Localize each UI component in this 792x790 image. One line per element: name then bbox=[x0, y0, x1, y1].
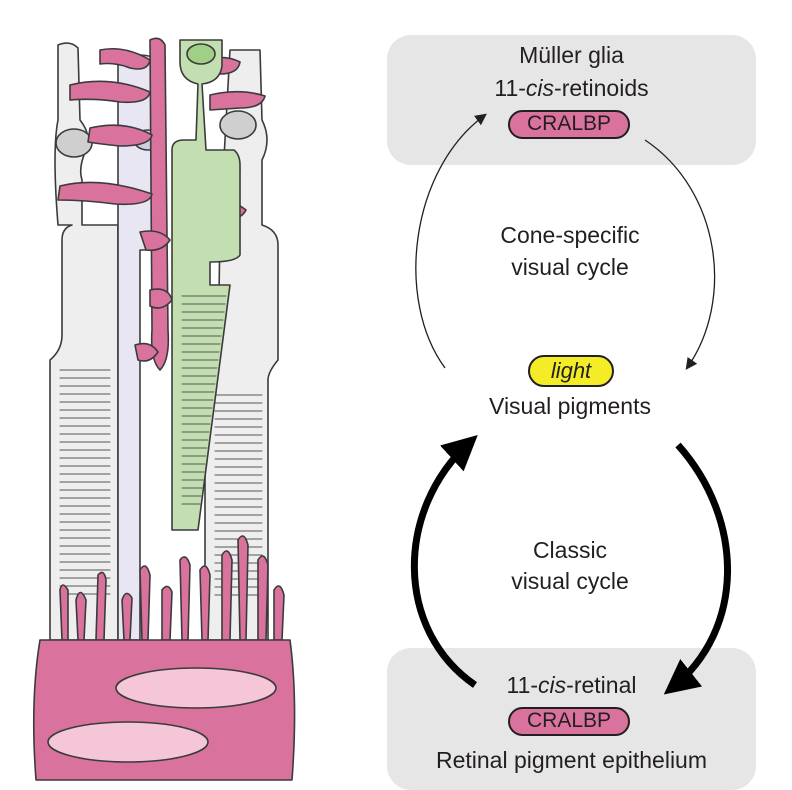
rpe-nucleus-upper bbox=[115, 667, 277, 709]
retinoids-suffix: -retinoids bbox=[554, 75, 649, 101]
rpe-nucleus-lower bbox=[47, 721, 209, 763]
retinal-prefix: 11- bbox=[506, 672, 539, 698]
cralbp-badge-rpe: CRALBP bbox=[508, 707, 630, 736]
retinoids-prefix: 11- bbox=[494, 75, 526, 101]
rpe-title: Retinal pigment epithelium bbox=[435, 747, 708, 773]
retinal-label: 11-cis-retinal bbox=[387, 671, 756, 699]
rod-nucleus-left bbox=[55, 128, 93, 158]
rod-nucleus-right bbox=[219, 110, 257, 140]
classic-cycle-arrow-down bbox=[663, 442, 731, 695]
classic-cycle-line1: Classic bbox=[532, 537, 608, 563]
cone-cycle-line1: Cone-specific bbox=[500, 222, 640, 248]
muller-glia-title: Müller glia bbox=[519, 42, 624, 68]
cone-cycle-arrow-up bbox=[415, 113, 487, 369]
retinoids-italic: cis bbox=[525, 75, 555, 101]
retinal-suffix: -retinal bbox=[566, 672, 637, 698]
muller-glia-box bbox=[387, 35, 756, 165]
retinoids-label: 11-cis-retinoids bbox=[387, 74, 756, 102]
classic-cycle-arrow-up bbox=[410, 434, 478, 688]
visual-pigments-label: Visual pigments bbox=[489, 393, 651, 419]
rpe-microvilli bbox=[59, 535, 285, 641]
retinal-italic: cis bbox=[538, 672, 567, 698]
rod-outer-segment-left bbox=[59, 369, 111, 595]
cone-cycle-arrow-down bbox=[644, 139, 716, 370]
cone-cycle-line2: visual cycle bbox=[511, 254, 629, 280]
classic-cycle-line2: visual cycle bbox=[511, 568, 629, 594]
light-badge: light bbox=[528, 355, 614, 387]
cone-outer-segment bbox=[181, 295, 227, 505]
cralbp-badge-muller: CRALBP bbox=[508, 110, 630, 139]
